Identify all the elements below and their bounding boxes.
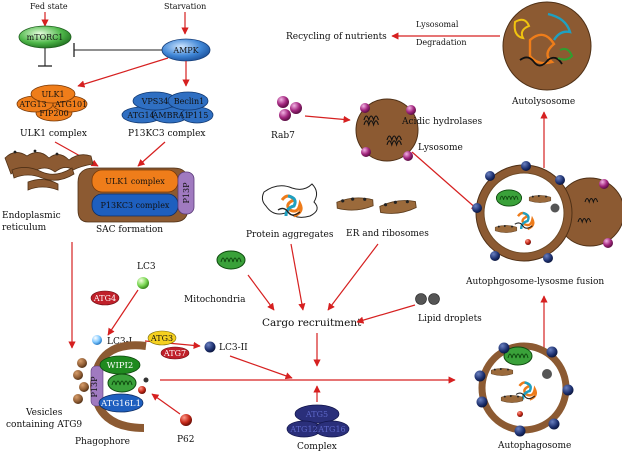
lipid-droplets-shape xyxy=(415,293,440,305)
p62-label: P62 xyxy=(177,435,195,445)
fusion-caption: Autophgosome-lysosme fusion xyxy=(465,277,604,287)
atg4-label: ATG4 xyxy=(93,294,116,303)
acidic-hydrolases-label: Acidic hydrolases xyxy=(401,117,483,127)
atg7-node: ATG7 xyxy=(160,346,190,360)
vesicles-label-line1: Vesicles xyxy=(25,408,63,418)
autolysosome-shape xyxy=(502,1,592,91)
er-ribosomes-label: ER and ribosomes xyxy=(346,229,429,239)
lysosome-shape xyxy=(355,98,419,162)
atg3-node: ATG3 xyxy=(147,330,177,346)
lysosome-caption: Lysosome xyxy=(418,143,463,153)
atg7-label: ATG7 xyxy=(163,349,186,358)
beclin1-label: Beclin1 xyxy=(174,97,204,106)
atg3-label: ATG3 xyxy=(150,334,173,343)
phagophore-shape: P13P WIPI2 ATG16L1 xyxy=(73,341,149,432)
lysosomal-label-line2: Degradation xyxy=(416,38,467,47)
atg16-label: ATG16 xyxy=(317,425,345,434)
starvation-label: Starvation xyxy=(164,2,206,11)
atg5-label: ATG5 xyxy=(305,410,328,419)
vesicles-label-line2: containing ATG9 xyxy=(6,420,82,430)
atg-complex-node: ATG5 ATG12 ATG16 xyxy=(286,404,350,438)
sac-ulk1-label: ULK1 complex xyxy=(105,177,165,186)
fip200-label: FIP200 xyxy=(39,109,68,118)
autophagosome-shape xyxy=(474,342,574,437)
cargo-recruitment-label: Cargo recruitment xyxy=(262,317,362,329)
ampk-node: AMPK xyxy=(161,38,211,62)
sac-p13p-label: P13P xyxy=(182,182,191,204)
atg16l1-label: ATG16L1 xyxy=(100,399,141,409)
er-label-line2: reticulum xyxy=(2,223,47,233)
sac-formation-caption: SAC formation xyxy=(96,225,163,235)
vps34-label: VPS34 xyxy=(141,97,169,106)
lysosomal-label-line1: Lysosomal xyxy=(416,20,459,29)
ulk1-complex-node: ULK1 ATG13 ATG101 FIP200 xyxy=(16,84,88,122)
complex-caption: Complex xyxy=(297,442,337,452)
mitochondria-label: Mitochondria xyxy=(184,295,246,305)
er-ribosomes-shape xyxy=(336,195,418,216)
lc3-i-label: LC3-I xyxy=(107,337,133,347)
ambra1-label: AMBRA1 xyxy=(152,111,190,120)
er-label-line1: Endoplasmic xyxy=(2,211,61,221)
mitochondria-shape xyxy=(216,250,246,270)
mtorc1-label: mTORC1 xyxy=(27,33,64,42)
lipid-droplets-label: Lipid droplets xyxy=(418,314,482,324)
wipi2-label: WIPI2 xyxy=(107,361,134,371)
ulk1-label: ULK1 xyxy=(41,90,64,99)
phagophore-caption: Phagophore xyxy=(75,437,130,447)
atg14-label: ATG14 xyxy=(126,111,154,120)
sac-p13k-label: P13KC3 complex xyxy=(101,201,170,210)
fed-state-label: Fed state xyxy=(30,2,68,11)
p115-label: P115 xyxy=(188,111,209,120)
ampk-label: AMPK xyxy=(172,46,199,55)
p13kc3-complex-node: VPS34 Beclin1 ATG14 AMBRA1 P115 xyxy=(121,91,214,124)
protein-aggregates-label: Protein aggregates xyxy=(246,230,334,240)
atg13-label: ATG13 xyxy=(18,100,46,109)
atg101-label: ATG101 xyxy=(54,100,87,109)
ulk1-complex-caption: ULK1 complex xyxy=(20,129,87,139)
recycling-label: Recycling of nutrients xyxy=(286,32,387,42)
rab7-label: Rab7 xyxy=(271,131,295,141)
lc3-ii-label: LC3-II xyxy=(219,343,248,353)
atg12-label: ATG12 xyxy=(289,425,317,434)
mtorc1-node: mTORC1 xyxy=(18,25,72,49)
autolysosome-caption: Autolysosome xyxy=(511,97,575,107)
protein-aggregates-shape xyxy=(261,183,318,218)
p13p-phago-label: P13P xyxy=(90,376,99,398)
sac-node: ULK1 complex P13KC3 complex P13P xyxy=(77,167,195,223)
er-shape xyxy=(4,149,94,191)
rab7-cluster xyxy=(277,96,302,121)
p13kc3-complex-caption: P13KC3 complex xyxy=(128,129,206,139)
autophagosome-caption: Autophagosome xyxy=(497,441,571,451)
lc3-label: LC3 xyxy=(137,262,156,272)
fusion-shape xyxy=(472,161,622,263)
atg4-node: ATG4 xyxy=(90,290,120,306)
